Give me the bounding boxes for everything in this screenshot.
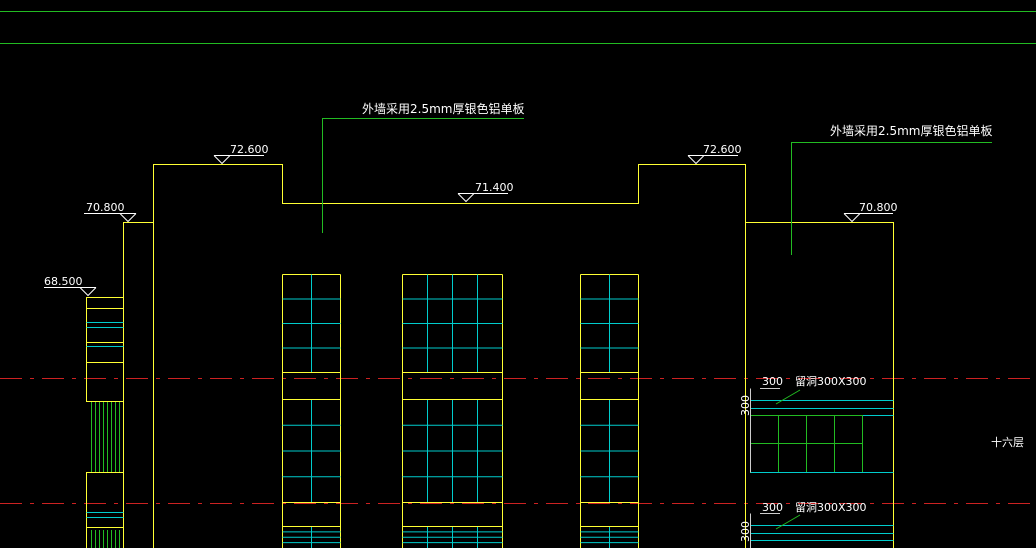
floor-label: 十六层 (991, 435, 1024, 449)
elevation-label: 68.500 (44, 275, 83, 288)
opening-side-dimension: 300 (739, 395, 752, 416)
building-outline (123, 164, 894, 548)
right-opening-detail (750, 388, 894, 548)
elevation-label: 70.800 (859, 201, 898, 214)
opening-side-dimension: 300 (739, 521, 752, 542)
axis-lines (0, 378, 1036, 504)
opening-label: 留洞300X300 (795, 501, 867, 514)
opening-dimension: 300 (762, 501, 783, 514)
opening-dimension: 300 (762, 375, 783, 388)
note-text: 外墙采用2.5mm厚银色铝单板 (362, 101, 524, 116)
opening-label: 留洞300X300 (795, 375, 867, 388)
top-reference-lines (0, 11, 1036, 44)
left-balcony-detail (86, 297, 124, 548)
elevation-markers (44, 155, 893, 297)
elevation-label: 71.400 (475, 181, 514, 194)
elevation-label: 72.600 (230, 143, 269, 156)
note-text: 外墙采用2.5mm厚银色铝单板 (830, 123, 992, 138)
elevation-label: 70.800 (86, 201, 125, 214)
window-group (282, 274, 639, 548)
note-leaders (322, 118, 992, 255)
elevation-label: 72.600 (703, 143, 742, 156)
